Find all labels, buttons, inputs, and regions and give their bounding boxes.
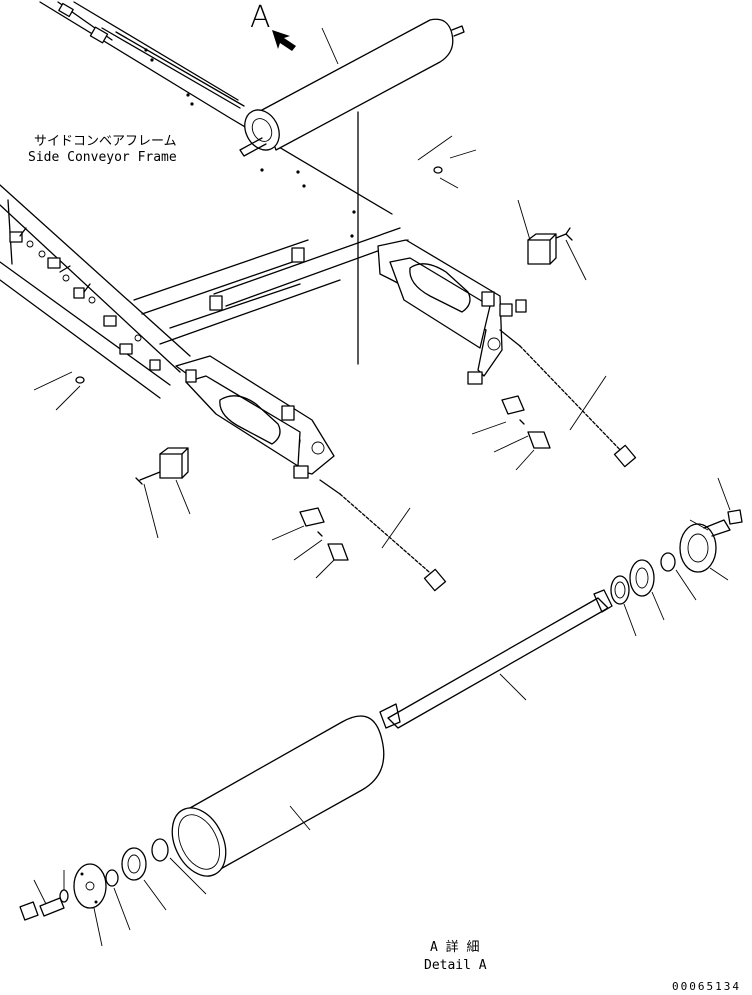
- front-bracket: [175, 355, 335, 479]
- bracket-hardware: [75, 166, 573, 561]
- detail-a-shaft: [379, 589, 613, 729]
- leader-lines: [33, 27, 731, 947]
- view-label: A: [250, 0, 271, 35]
- detail-a-left-bearings: [19, 838, 169, 921]
- upper-roller: [239, 18, 465, 157]
- view-arrow-icon: [272, 30, 296, 51]
- detail-label-jp: A 詳 細: [430, 940, 480, 955]
- detail-a-right-bearings: [610, 509, 743, 605]
- threaded-rods: [319, 329, 637, 592]
- detail-a-roller-tube: [171, 715, 385, 877]
- frame-cross-members: [133, 111, 409, 365]
- drawing-number: 00065134: [672, 980, 741, 993]
- frame-label-en: Side Conveyor Frame: [28, 150, 177, 165]
- rear-bracket: [377, 239, 527, 385]
- detail-label-en: Detail A: [424, 958, 487, 973]
- frame-upper-rail: [39, 1, 393, 238]
- frame-lower-rail: [0, 184, 191, 399]
- frame-label-jp: サイドコンベアフレーム: [34, 134, 177, 149]
